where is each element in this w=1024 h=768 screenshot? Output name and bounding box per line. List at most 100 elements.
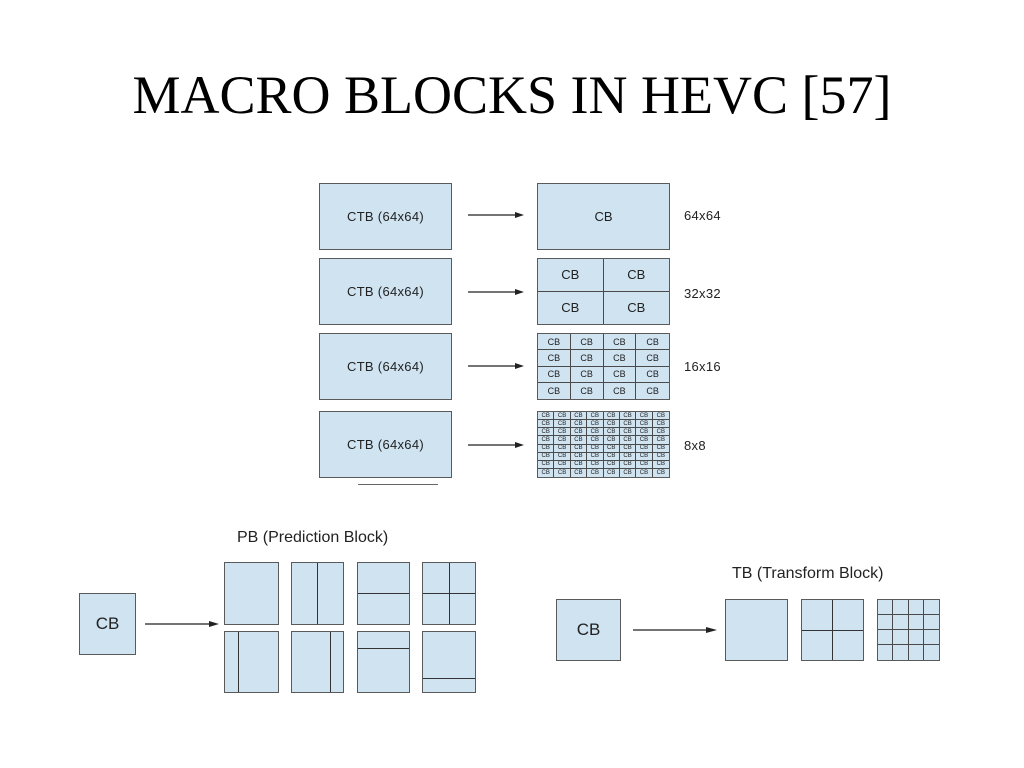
cb-label: CB: [576, 620, 601, 639]
ctb-box: CTB (64x64): [319, 183, 452, 250]
cb-cell: CB: [570, 428, 588, 437]
pb-nx2n: [291, 562, 344, 625]
cb-cell: CB: [570, 452, 588, 461]
cb-cell: CB: [652, 428, 669, 437]
pb-nlx2n: [224, 631, 279, 693]
cb-cell: CB: [554, 468, 571, 477]
split-line: [238, 632, 239, 692]
ctb-label: CTB (64x64): [347, 284, 424, 299]
cb-cell: CB: [636, 468, 653, 477]
cb-cell: CB: [603, 420, 620, 429]
cb-cell: CB: [538, 366, 571, 383]
tb-caption: TB (Transform Block): [732, 565, 884, 582]
tb-cell: [893, 615, 909, 630]
cb-cell: CB: [570, 436, 588, 445]
cb-cell: CB: [538, 436, 555, 445]
tb-cell: [909, 645, 924, 660]
cb-cell: CB: [570, 366, 604, 383]
tb-cell: [924, 645, 939, 660]
page-title: MACRO BLOCKS IN HEVC [57]: [132, 65, 892, 125]
tb-cell: [908, 615, 924, 630]
cb-cell: CB: [603, 428, 620, 437]
cb-cell: CB: [587, 452, 604, 461]
split-line: [358, 593, 409, 594]
cb-cell: CB: [636, 350, 669, 367]
cb-cell: CB: [587, 468, 604, 477]
cb-cell: CB: [604, 468, 620, 477]
split-line: [802, 630, 863, 631]
cb-cell: CB: [571, 382, 604, 399]
size-label: 8x8: [684, 438, 706, 453]
pb-2nx2n: [224, 562, 279, 625]
cb-cell: CB: [636, 412, 653, 421]
cb-cell: CB: [636, 436, 653, 445]
tb-cell: [878, 600, 894, 615]
tb-cell: [908, 630, 924, 645]
cb-cell: CB: [619, 420, 637, 429]
cb-cell: CB: [538, 350, 571, 367]
cb-cell: CB: [554, 428, 571, 437]
split-line: [358, 648, 409, 649]
ctb-box: CTB (64x64): [319, 411, 452, 478]
cb-cell: CB: [570, 460, 588, 469]
cb-cell: CB: [652, 445, 669, 453]
cb-cell: CB: [652, 436, 669, 445]
cb-cell: CB: [587, 412, 604, 421]
split-line: [423, 678, 475, 679]
tb-cell: [878, 630, 894, 645]
cb-cell: CB: [619, 428, 637, 437]
cb-cell: CB: [554, 460, 571, 469]
cb-cell: CB: [652, 453, 669, 461]
ctb-label: CTB (64x64): [347, 437, 424, 452]
divider: [358, 484, 438, 485]
tb-cell: [893, 600, 909, 615]
pb-2nxn: [357, 562, 410, 625]
cb-cell: CB: [554, 412, 571, 421]
tb-cell: [893, 630, 909, 645]
cb-cell: CB: [587, 428, 604, 437]
split-line: [330, 632, 331, 692]
cb-cell: CB: [619, 460, 637, 469]
pb-nrx2n: [291, 631, 344, 693]
cb-cell: CB: [619, 444, 637, 453]
cb-cell: CB: [538, 412, 555, 421]
cb-cell: CB: [570, 444, 588, 453]
cb-cell: CB: [636, 334, 669, 351]
tb-level-0: [725, 599, 788, 661]
size-label: 16x16: [684, 359, 721, 374]
cb-cell: CB: [570, 412, 588, 421]
cb-cell: CB: [603, 412, 620, 421]
size-label: 32x32: [684, 286, 721, 301]
cb-cell: CB: [570, 334, 604, 351]
arrow-icon: [468, 212, 524, 218]
cb-cell: CB: [603, 334, 637, 351]
cb-cell: CB: [603, 259, 669, 292]
cb-cell: CB: [603, 350, 637, 367]
cb-cell: CB: [538, 382, 571, 399]
cb-cell: CB: [570, 350, 604, 367]
tb-cell: [908, 600, 924, 615]
cb-cell: CB: [571, 468, 588, 477]
pb-2nxnd: [422, 631, 476, 693]
cb-cell: CB: [636, 428, 653, 437]
ctb-label: CTB (64x64): [347, 359, 424, 374]
tb-cell: [923, 615, 939, 630]
cb-cell: CB: [538, 452, 555, 461]
ctb-label: CTB (64x64): [347, 209, 424, 224]
cb-label: CB: [95, 614, 120, 633]
cb-cell: CB: [652, 412, 669, 421]
cb-cell: CB: [587, 444, 604, 453]
tb-level-1: [801, 599, 864, 661]
cb-cell: CB: [603, 460, 620, 469]
cb-cell: CB: [603, 444, 620, 453]
cb-cell: CB: [603, 452, 620, 461]
cb-box: CB: [79, 593, 136, 655]
cb-cell: CB: [587, 420, 604, 429]
cb-cell: CB: [636, 460, 653, 469]
tb-cell: [893, 645, 909, 660]
ctb-box: CTB (64x64): [319, 258, 452, 325]
arrow-icon: [633, 627, 717, 633]
